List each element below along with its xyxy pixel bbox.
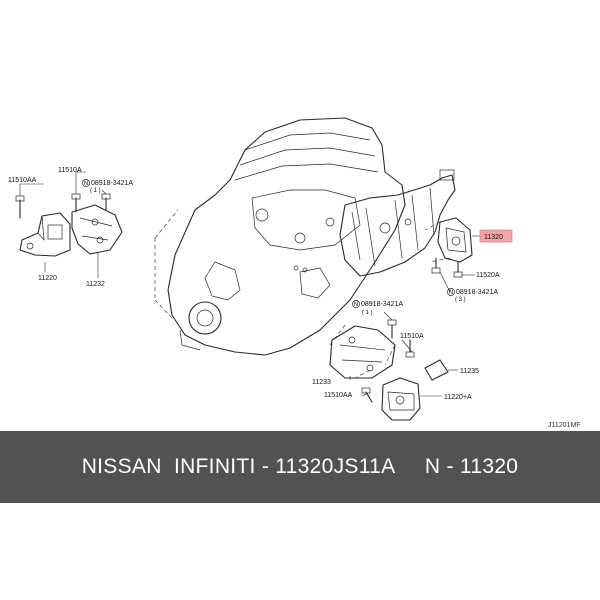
part-info-banner: NISSAN INFINITI - 11320JS11A N - 11320 — [0, 431, 600, 503]
selected-part-highlight — [479, 229, 513, 243]
diagram-code: J11201MF — [548, 422, 581, 429]
nut-symbol-mid — [352, 300, 360, 308]
nut-symbol-mid-letter: N — [354, 302, 358, 308]
rear-mount-insulator — [361, 377, 421, 421]
nut-symbol-left-letter: N — [84, 181, 88, 187]
rear-mount-bracket — [329, 319, 415, 379]
label-08918-right-qty: ( 3 ) — [455, 297, 466, 303]
dash-line-left — [154, 209, 179, 319]
dash-line-bottom — [329, 324, 396, 381]
leader-lines — [19, 171, 482, 397]
label-11220A[interactable]: 11220+A — [444, 394, 472, 401]
label-11220[interactable]: 11220 — [38, 275, 57, 282]
label-08918-left-qty: ( 1 ) — [90, 188, 101, 194]
part-info-text: NISSAN INFINITI - 11320JS11A N - 11320 — [81, 455, 519, 478]
label-11510A-mid[interactable]: 11510A — [400, 333, 424, 340]
label-08918-mid-qty: ( 1 ) — [362, 310, 373, 316]
left-engine-mount-bracket — [71, 193, 123, 255]
nut-symbol-right — [447, 288, 455, 296]
label-08918-mid[interactable]: 08918-3421A — [361, 301, 403, 308]
label-08918-left[interactable]: 08918-3421A — [91, 180, 133, 187]
label-08918-right[interactable]: 08918-3421A — [456, 289, 498, 296]
left-engine-mount-insulator — [15, 195, 71, 257]
label-11235[interactable]: 11235 — [460, 368, 479, 375]
transmission-assembly — [339, 169, 456, 277]
nut-symbol-left — [82, 179, 90, 187]
heat-insulator-plate — [424, 359, 449, 381]
engine-assembly — [167, 117, 406, 356]
nut-symbol-right-letter: N — [449, 290, 453, 296]
label-11233[interactable]: 11233 — [312, 379, 331, 386]
label-11510AA-top[interactable]: 11510AA — [8, 177, 37, 184]
label-11520A[interactable]: 11520A — [476, 272, 500, 279]
right-engine-mount-insulator — [431, 217, 473, 278]
label-11232[interactable]: 11232 — [86, 281, 105, 288]
label-11320[interactable]: 11320 — [484, 234, 503, 241]
parts-diagram: 11510AA 11510A N 08918-3421A ( 1 ) 11220… — [8, 117, 581, 429]
label-11510A-top[interactable]: 11510A — [58, 167, 82, 174]
label-11510AA-bottom[interactable]: 11510AA — [324, 392, 353, 399]
